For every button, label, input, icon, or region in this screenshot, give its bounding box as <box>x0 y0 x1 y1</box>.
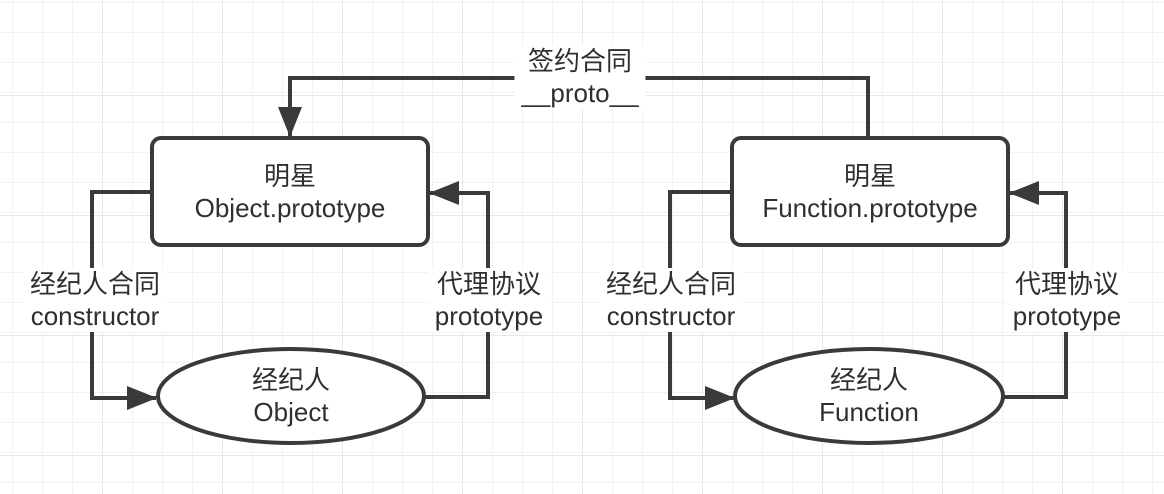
edge-object-prototype-label: 代理协议 prototype <box>427 268 551 332</box>
edge-function-constructor-label: 经纪人合同 constructor <box>598 268 744 332</box>
label-en: constructor <box>606 301 736 331</box>
label-zh: 签约合同 <box>527 46 633 76</box>
label-zh: 明星 <box>843 161 896 191</box>
edge-proto-label: 签约合同 __proto__ <box>514 45 646 109</box>
label-zh: 经纪人合同 <box>605 269 737 299</box>
edge-function-prototype-label: 代理协议 prototype <box>1005 268 1129 332</box>
edge-object-constructor-label: 经纪人合同 constructor <box>22 268 168 332</box>
node-object-prototype-label: 明星 Object.prototype <box>152 160 428 224</box>
label-en: Object <box>253 397 329 427</box>
label-zh: 代理协议 <box>436 269 541 299</box>
node-object-label: 经纪人 Object <box>158 364 424 428</box>
label-zh: 明星 <box>263 161 316 191</box>
label-zh: 经纪人 <box>829 365 908 395</box>
label-en: prototype <box>1012 301 1122 331</box>
label-en: __proto__ <box>521 78 639 108</box>
label-zh: 代理协议 <box>1014 269 1119 299</box>
node-function-shape <box>733 347 1005 445</box>
node-function-label: 经纪人 Function <box>736 364 1002 428</box>
label-en: Object.prototype <box>194 193 386 223</box>
node-function-prototype-label: 明星 Function.prototype <box>732 160 1008 224</box>
node-object-prototype-shape <box>150 136 430 247</box>
node-object-shape <box>156 347 426 445</box>
label-en: prototype <box>434 301 544 331</box>
label-en: Function <box>819 397 919 427</box>
label-zh: 经纪人合同 <box>29 269 161 299</box>
label-en: Function.prototype <box>762 193 978 223</box>
label-zh: 经纪人 <box>251 365 330 395</box>
node-function-prototype-shape <box>730 136 1010 247</box>
label-en: constructor <box>30 301 160 331</box>
